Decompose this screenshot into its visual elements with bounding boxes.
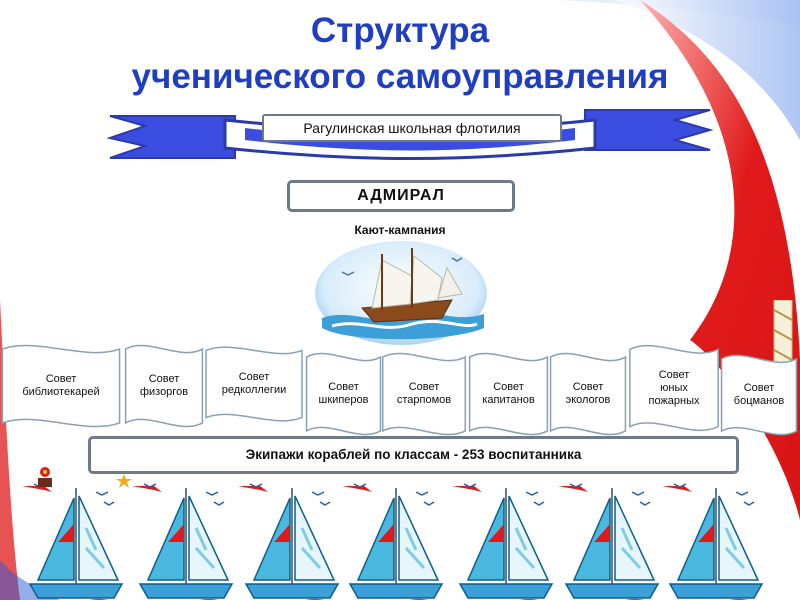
council-captains: Совет капитанов — [468, 350, 549, 438]
council-ecologists: Совет экологов — [549, 350, 627, 438]
sailboat-icon — [342, 484, 450, 600]
council-first-mates: Совет старпомов — [381, 350, 467, 438]
sailing-ship-icon — [312, 238, 490, 348]
sailboat-icon — [132, 484, 240, 600]
cake-icon — [36, 466, 54, 488]
council-label: Совет шкиперов — [305, 350, 382, 438]
council-boatswains: Совет боцманов — [720, 352, 798, 438]
sailboat-icon — [558, 484, 666, 600]
council-label: Совет капитанов — [468, 350, 549, 438]
council-librarians: Совет библиотекарей — [0, 342, 122, 430]
council-label: Совет экологов — [549, 350, 627, 438]
page-title-line-2: ученического самоуправления — [0, 56, 800, 98]
council-label: Совет боцманов — [720, 352, 798, 438]
council-physical-education: Совет физоргов — [124, 342, 204, 430]
council-label: Совет библиотекарей — [0, 342, 122, 430]
sailboat-icon — [662, 484, 770, 600]
star-icon — [116, 474, 132, 488]
council-label: Совет физоргов — [124, 342, 204, 430]
council-skippers: Совет шкиперов — [305, 350, 382, 438]
council-label: Совет старпомов — [381, 350, 467, 438]
council-young-firefighters: Совет юных пожарных — [628, 342, 720, 434]
ship-crews-bar: Экипажи кораблей по классам - 253 воспит… — [88, 436, 739, 474]
sailboat-icon — [452, 484, 560, 600]
sailboat-icon — [238, 484, 346, 600]
flotilla-banner-label: Рагулинская школьная флотилия — [262, 114, 562, 142]
sailboat-icon — [22, 484, 130, 600]
council-label: Совет редколлегии — [204, 344, 304, 424]
council-editorial: Совет редколлегии — [204, 344, 304, 424]
sailboat-fleet — [20, 462, 780, 600]
wardroom-label: Кают-кампания — [300, 223, 500, 237]
admiral-box: АДМИРАЛ — [287, 180, 515, 212]
council-label: Совет юных пожарных — [628, 342, 720, 434]
page-title-line-1: Структура — [0, 10, 800, 52]
